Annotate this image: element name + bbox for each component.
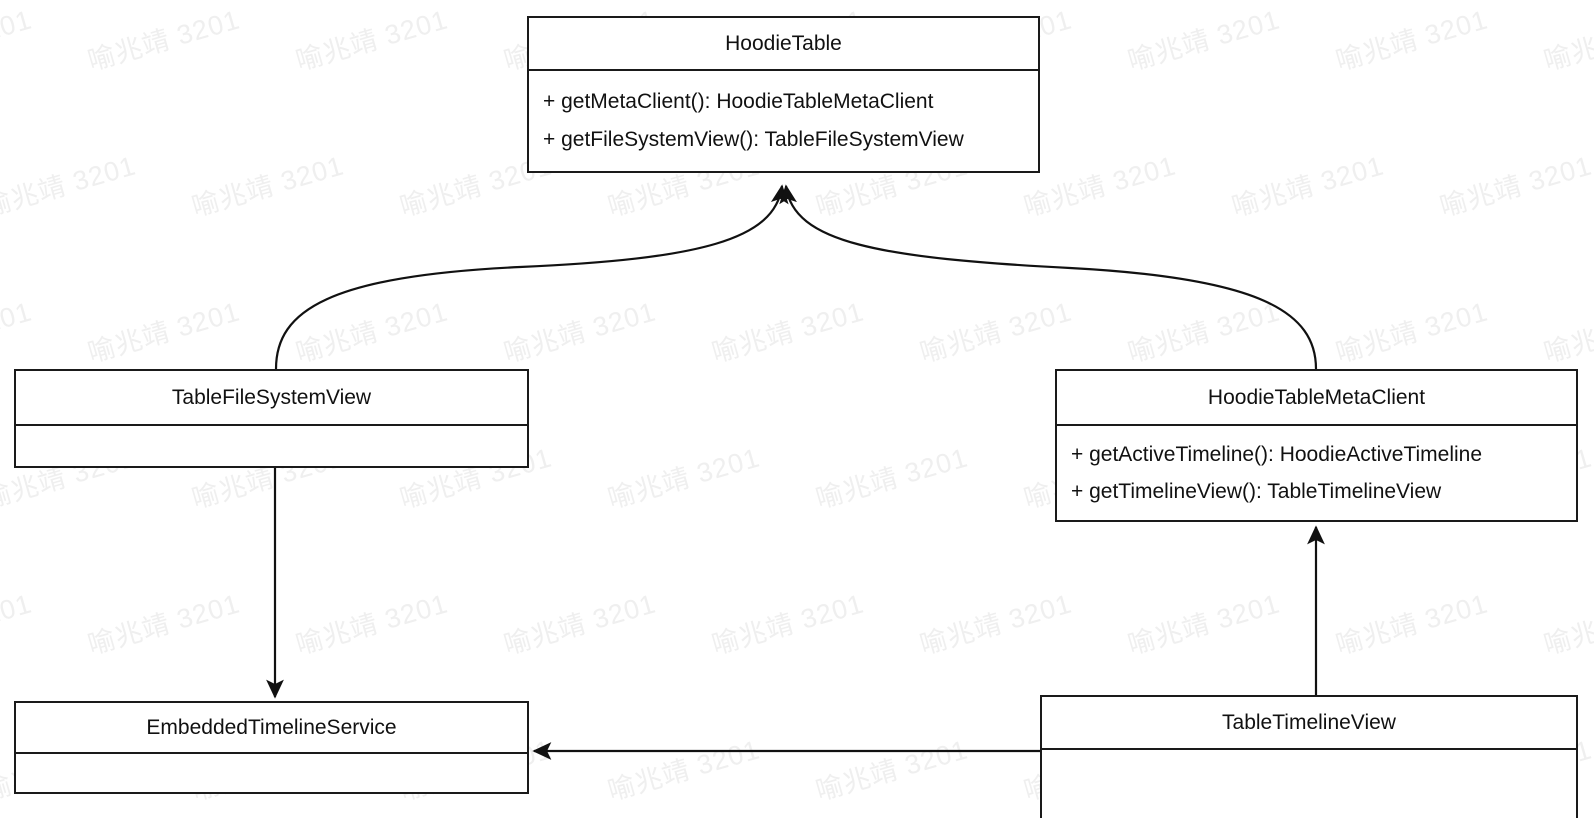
uml-class-hoodie-table[interactable]: HoodieTable + getMetaClient(): HoodieTab… (527, 16, 1040, 173)
uml-class-embedded-timeline-service[interactable]: EmbeddedTimelineService (14, 701, 529, 794)
class-members-table-file-system-view (16, 426, 527, 466)
watermark-text: 喻兆靖 3201 (1020, 150, 1180, 223)
watermark-text: 喻兆靖 3201 (916, 588, 1076, 661)
watermark-text: 喻兆靖 3201 (188, 150, 348, 223)
uml-class-table-timeline-view[interactable]: TableTimelineView (1040, 695, 1578, 818)
class-title-embedded-timeline-service: EmbeddedTimelineService (16, 703, 527, 754)
watermark-text: 喻兆靖 3201 (1540, 588, 1594, 661)
watermark-text: 喻兆靖 3201 (708, 296, 868, 369)
watermark-text: 喻兆靖 3201 (292, 296, 452, 369)
watermark-text: 喻兆靖 3201 (708, 588, 868, 661)
class-members-embedded-timeline-service (16, 754, 527, 792)
watermark-text: 喻兆靖 3201 (916, 296, 1076, 369)
class-title-hoodie-table-meta-client: HoodieTableMetaClient (1057, 371, 1576, 426)
watermark-text: 喻兆靖 3201 (500, 296, 660, 369)
watermark-text: 喻兆靖 3201 (84, 296, 244, 369)
watermark-text: 喻兆靖 3201 (1124, 296, 1284, 369)
watermark-text: 喻兆靖 3201 (1332, 588, 1492, 661)
watermark-text: 喻兆靖 3201 (0, 4, 36, 76)
watermark-text: 喻兆靖 3201 (1332, 4, 1492, 77)
watermark-text: 喻兆靖 3201 (500, 588, 660, 661)
watermark-text: 喻兆靖 3201 (1540, 296, 1594, 369)
uml-class-hoodie-table-meta-client[interactable]: HoodieTableMetaClient + getActiveTimelin… (1055, 369, 1578, 522)
watermark-text: 喻兆靖 3201 (604, 734, 764, 807)
watermark-text: 喻兆靖 3201 (84, 588, 244, 661)
watermark-text: 喻兆靖 3201 (292, 588, 452, 661)
class-member: + getMetaClient(): HoodieTableMetaClient (543, 90, 934, 114)
class-members-hoodie-table-meta-client: + getActiveTimeline(): HoodieActiveTimel… (1057, 426, 1576, 520)
class-title-hoodie-table: HoodieTable (529, 18, 1038, 71)
watermark-text: 喻兆靖 3201 (0, 588, 36, 660)
watermark-text: 喻兆靖 3201 (812, 442, 972, 515)
watermark-text: 喻兆靖 3201 (292, 4, 452, 77)
uml-class-table-file-system-view[interactable]: TableFileSystemView (14, 369, 529, 468)
class-member: + getFileSystemView(): TableFileSystemVi… (543, 128, 964, 152)
watermark-text: 喻兆靖 3201 (1540, 4, 1594, 77)
watermark-text: 喻兆靖 3201 (812, 734, 972, 807)
relation-hoodietablemetaclient-to-hoodietable (779, 184, 1318, 370)
class-title-table-file-system-view: TableFileSystemView (16, 371, 527, 426)
watermark-text: 喻兆靖 3201 (84, 4, 244, 77)
watermark-text: 喻兆靖 3201 (0, 296, 36, 368)
class-members-table-timeline-view (1042, 750, 1576, 816)
class-members-hoodie-table: + getMetaClient(): HoodieTableMetaClient… (529, 71, 1038, 171)
watermark-text: 喻兆靖 3201 (1436, 150, 1594, 223)
watermark-text: 喻兆靖 3201 (1228, 150, 1388, 223)
class-member: + getActiveTimeline(): HoodieActiveTimel… (1071, 442, 1483, 466)
relation-tablefilesystemview-to-hoodietable (274, 184, 789, 370)
class-title-table-timeline-view: TableTimelineView (1042, 697, 1576, 750)
class-member: + getTimelineView(): TableTimelineView (1071, 479, 1442, 503)
watermark-text: 喻兆靖 3201 (1124, 4, 1284, 77)
watermark-text: 喻兆靖 3201 (1124, 588, 1284, 661)
watermark-text: 喻兆靖 3201 (0, 150, 140, 223)
watermark-text: 喻兆靖 3201 (1332, 296, 1492, 369)
watermark-text: 喻兆靖 3201 (604, 442, 764, 515)
